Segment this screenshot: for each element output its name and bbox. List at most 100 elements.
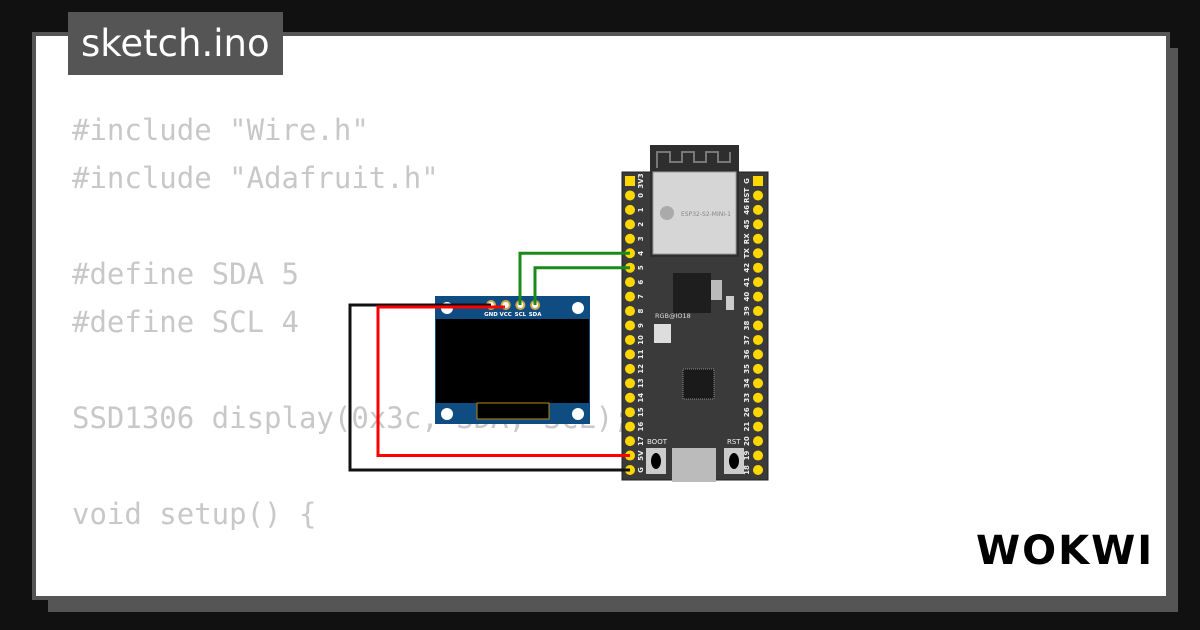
pin-35	[753, 363, 763, 374]
pin-label: 36	[743, 349, 751, 359]
oled-pin-label: SCL	[515, 312, 527, 318]
pin-label: 35	[743, 364, 751, 374]
wokwi-logo: WOKWI	[976, 528, 1155, 574]
wires	[348, 251, 630, 472]
pin-40	[753, 291, 763, 302]
module-label: ESP32-S2-MINI-1	[681, 211, 731, 218]
pin-label: 16	[637, 422, 645, 432]
pin-38	[753, 320, 763, 331]
code-listing: #include "Wire.h" #include "Adafruit.h" #…	[72, 106, 631, 596]
mount-hole	[441, 408, 453, 420]
pin-label: 8	[637, 308, 645, 313]
pin-41	[753, 277, 763, 288]
code-line: #include "Adafruit.h"	[72, 161, 439, 195]
pin-label: 17	[637, 436, 645, 446]
pin-3	[625, 233, 635, 244]
wire-sda	[533, 266, 630, 305]
code-line: display.init();	[72, 586, 631, 596]
oled-pin-label: VCC	[500, 312, 512, 318]
mount-hole	[572, 408, 584, 420]
pin-label: 1	[637, 207, 645, 212]
pin-14	[625, 392, 635, 403]
pin-label: 2	[637, 222, 645, 227]
regulator	[673, 273, 711, 313]
pin-1	[625, 204, 635, 215]
file-tab[interactable]: sketch.ino	[68, 12, 283, 75]
rst-button-cap	[729, 453, 739, 469]
mount-hole	[572, 302, 584, 314]
pin-label: 6	[637, 280, 645, 285]
pin-label: 19	[743, 451, 751, 461]
pin-label: G	[637, 467, 645, 473]
pin-label: 15	[637, 407, 645, 417]
code-line: void setup() {	[72, 497, 317, 531]
pin-15	[625, 407, 635, 418]
pin-label: 18	[743, 465, 751, 475]
pin-34	[753, 378, 763, 389]
pin-label: 46	[743, 205, 751, 215]
code-line: #define SCL 4	[72, 305, 299, 339]
pin-3V3	[625, 176, 635, 186]
pin-16	[625, 421, 635, 432]
pin-33	[753, 392, 763, 403]
pin-18	[753, 465, 763, 475]
pin-label: 33	[743, 393, 751, 403]
wire-scl	[518, 251, 630, 305]
pin-label: TX	[743, 248, 751, 259]
pin-label: RST	[743, 188, 751, 203]
pin-8	[625, 306, 635, 317]
oled-ribbon	[476, 402, 550, 420]
pin-19	[753, 450, 763, 461]
wire-gnd	[348, 303, 630, 472]
pin-label: 10	[637, 335, 645, 345]
led-label: RGB@IO18	[655, 312, 691, 320]
rgb-led	[654, 324, 671, 343]
pin-label: 21	[743, 422, 751, 432]
pin-G	[753, 176, 763, 186]
pin-label: 37	[743, 335, 751, 345]
boot-button-cap	[651, 453, 661, 469]
pin-37	[753, 334, 763, 345]
espressif-logo-icon	[660, 206, 674, 220]
pin-6	[625, 277, 635, 288]
pin-9	[625, 320, 635, 331]
pin-label: 9	[637, 323, 645, 328]
pin-label: 14	[637, 393, 645, 403]
pin-label: 34	[743, 378, 751, 388]
pin-label: 12	[637, 364, 645, 374]
pin-label: 4	[637, 251, 645, 256]
pin-36	[753, 349, 763, 360]
pin-17	[625, 436, 635, 447]
pin-11	[625, 349, 635, 360]
pin-label: 11	[637, 349, 645, 359]
oled-pin-label: SDA	[529, 312, 543, 318]
pin-label: 42	[743, 263, 751, 273]
pin-label: G	[743, 178, 751, 184]
pin-12	[625, 363, 635, 374]
pin-label: 20	[743, 436, 751, 446]
pin-label: 38	[743, 321, 751, 331]
code-line: #include "Wire.h"	[72, 113, 369, 147]
code-line: #define SDA 5	[72, 257, 299, 291]
resistor	[726, 296, 734, 310]
pin-20	[753, 436, 763, 447]
pin-label: 3V3	[637, 173, 645, 188]
chip	[682, 368, 715, 400]
pin-46	[753, 204, 763, 215]
pin-13	[625, 378, 635, 389]
pin-0	[625, 190, 635, 201]
pin-10	[625, 334, 635, 345]
pin-label: 0	[637, 193, 645, 198]
pin-21	[753, 421, 763, 432]
pin-label: 41	[743, 277, 751, 287]
usb-port	[672, 448, 716, 482]
pin-label: 45	[743, 219, 751, 229]
pin-label: RX	[743, 233, 751, 244]
pin-label: 5	[637, 265, 645, 270]
pin-label: 13	[637, 378, 645, 388]
rst-label: RST	[727, 438, 741, 446]
oled-screen	[436, 319, 589, 403]
